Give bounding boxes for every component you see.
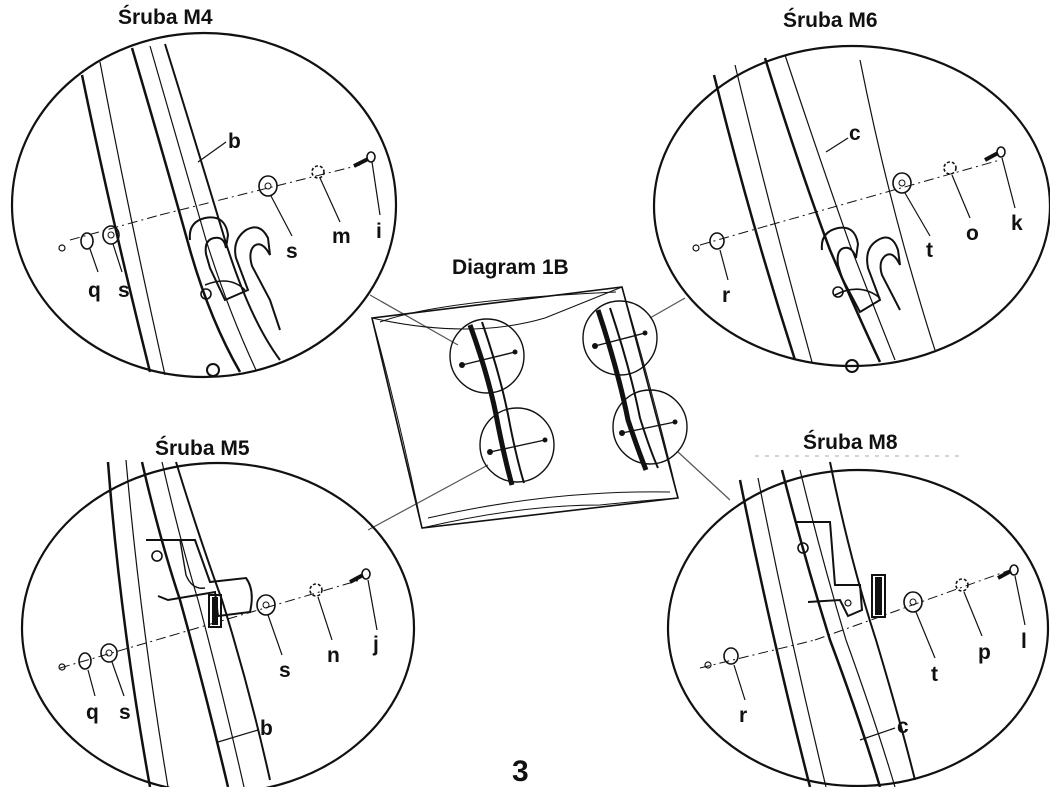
label-k: k <box>1011 212 1023 235</box>
label-l: l <box>1021 630 1027 653</box>
label-b: b <box>260 717 273 740</box>
zoom-circle-m8 <box>666 455 1050 787</box>
label-o: o <box>966 222 979 245</box>
label-b: b <box>228 130 241 153</box>
label-q: q <box>88 279 101 302</box>
panel-title-m5: Śruba M5 <box>155 437 250 460</box>
label-s: s <box>279 659 291 682</box>
label-c: c <box>849 122 861 145</box>
tv-back-panel <box>371 286 688 529</box>
panel-title-m8: Śruba M8 <box>803 431 898 454</box>
labels-m5: s n j q s b <box>86 633 379 740</box>
label-t: t <box>926 239 933 262</box>
label-s-left: s <box>119 701 131 724</box>
zoom-circle-m6 <box>652 44 1050 373</box>
leader-lines <box>367 294 731 531</box>
panel-title-m4: Śruba M4 <box>118 6 213 29</box>
zoom-circle-m4 <box>10 31 398 379</box>
label-s: s <box>286 240 298 263</box>
label-j: j <box>372 633 379 656</box>
labels-m4: b s m i q s <box>88 130 382 302</box>
label-p: p <box>978 641 991 664</box>
label-m: m <box>332 225 351 248</box>
panel-title-m6: Śruba M6 <box>783 9 878 32</box>
label-q: q <box>86 701 99 724</box>
labels-m8: t p l r c <box>739 630 1027 738</box>
page-number: 3 <box>512 755 529 788</box>
label-n: n <box>327 644 340 667</box>
label-r: r <box>722 284 730 307</box>
zoom-circle-m5 <box>20 459 416 787</box>
label-s-left: s <box>118 279 130 302</box>
label-t: t <box>931 663 938 686</box>
diagram-title: Diagram 1B <box>452 256 569 279</box>
label-r: r <box>739 704 747 727</box>
label-c: c <box>897 715 909 738</box>
label-i: i <box>376 220 382 243</box>
labels-m6: c t o k r <box>722 122 1023 307</box>
